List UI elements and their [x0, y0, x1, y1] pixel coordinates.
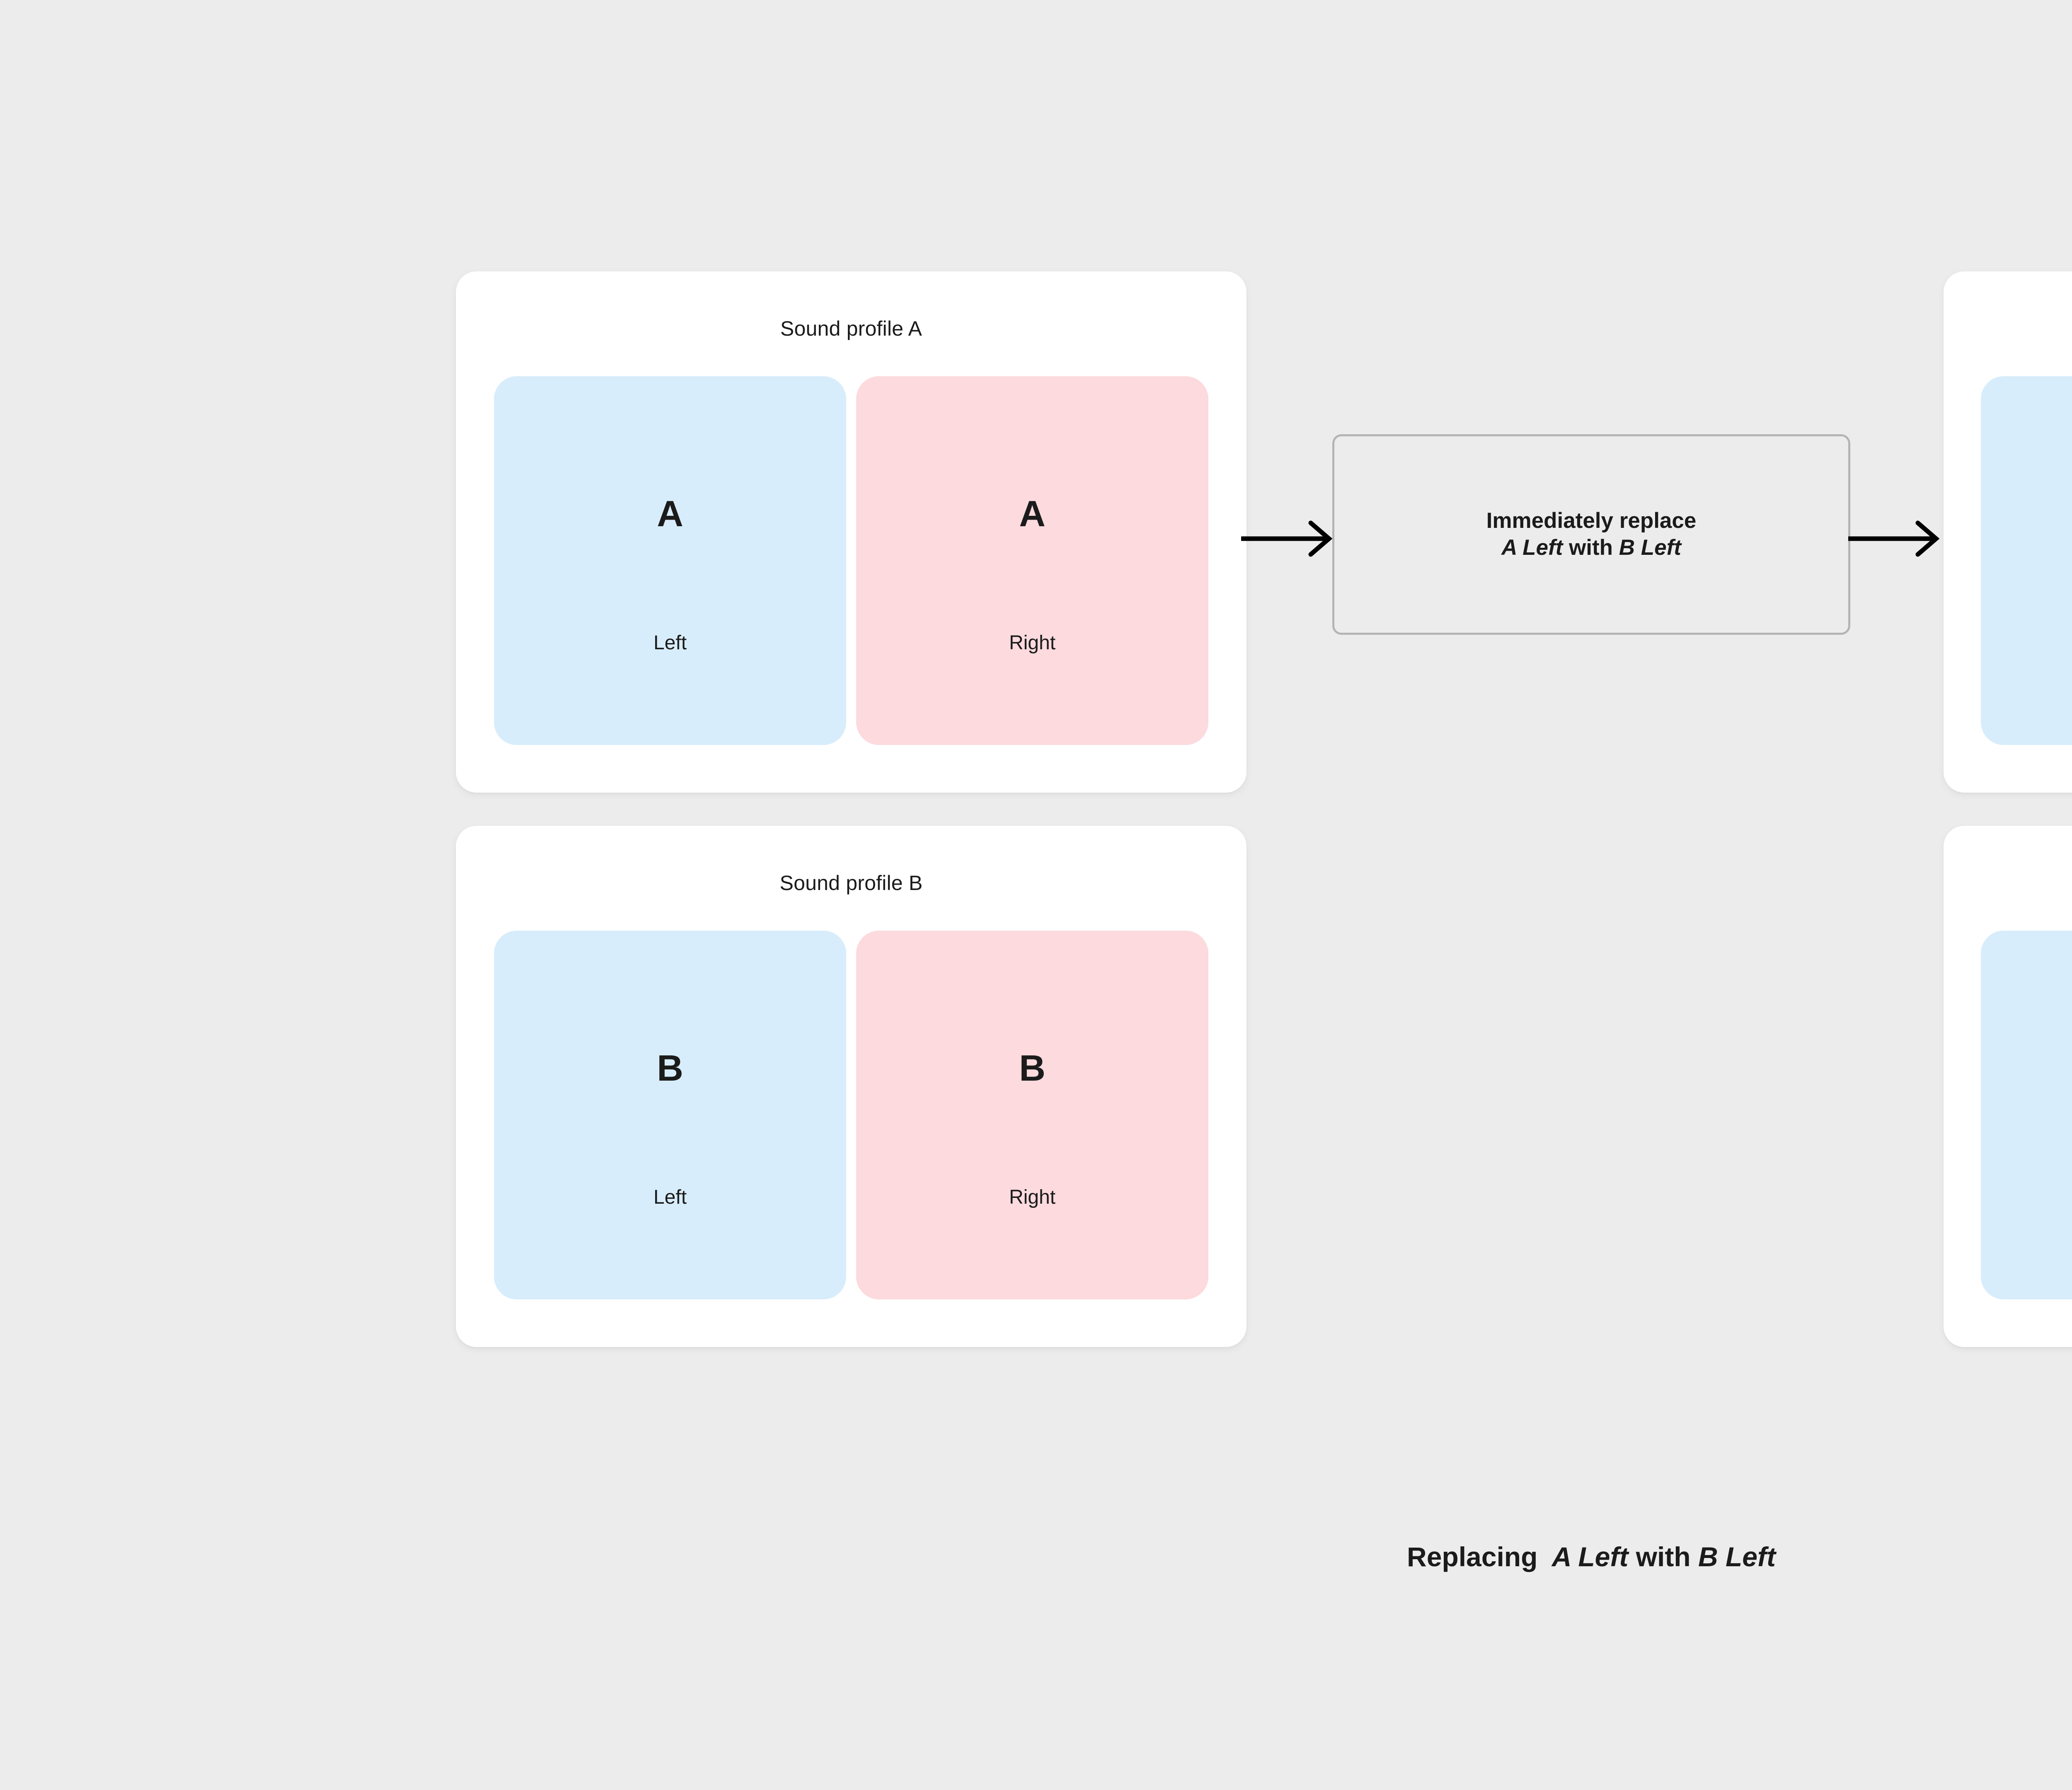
- card-title: Sound profile A: [780, 317, 922, 340]
- channel-side-label: Left: [1981, 1188, 2072, 1207]
- channel-row: B Left B Right: [1944, 931, 2072, 1299]
- channel-letter: A: [1019, 493, 1046, 534]
- channel-row: B Left B Right: [456, 931, 1247, 1299]
- arrow-right-icon: [1848, 520, 1940, 557]
- profile-card-after-b: Sound profile B B Left B Right: [1944, 826, 2072, 1347]
- channel-left: A Left: [494, 376, 846, 745]
- channel-side-label: Right: [1009, 1186, 1056, 1208]
- callout-target: B Left: [1619, 535, 1681, 560]
- channel-left: B Left: [1981, 931, 2072, 1299]
- channel-right: B Right: [856, 931, 1208, 1299]
- callout-line-2: A Left with B Left: [1501, 535, 1681, 561]
- caption-target: B Left: [1698, 1541, 1776, 1572]
- callout-joiner: with: [1569, 535, 1613, 560]
- channel-side-label: Right: [1009, 632, 1056, 654]
- caption-verb: Replacing: [1407, 1541, 1538, 1572]
- channel-letter: A: [657, 493, 683, 534]
- card-title: Sound profile B: [779, 871, 923, 895]
- channel-letter: B: [1981, 1050, 2072, 1086]
- channel-side-label: Left: [653, 1186, 687, 1208]
- channel-side-label: Left: [653, 632, 687, 654]
- channel-row: B Left A Right: [1944, 376, 2072, 745]
- callout-box: Immediately replace A Left with B Left: [1332, 434, 1850, 635]
- channel-left: B Left: [1981, 376, 2072, 745]
- caption-joiner: with: [1636, 1541, 1691, 1572]
- caption-source: A Left: [1552, 1541, 1629, 1572]
- callout-line-1: Immediately replace: [1486, 508, 1697, 533]
- profile-card-after-a: Sound profile A B Left A Right: [1944, 271, 2072, 793]
- channel-left: B Left: [494, 931, 846, 1299]
- callout-source: A Left: [1501, 535, 1563, 560]
- profile-card-before-a: Sound profile A A Left A Right: [456, 271, 1247, 793]
- profile-card-before-b: Sound profile B B Left B Right: [456, 826, 1247, 1347]
- arrow-right-icon: [1241, 520, 1333, 557]
- channel-row: A Left A Right: [456, 376, 1247, 745]
- channel-side-label: Left: [1981, 633, 2072, 653]
- channel-letter: B: [1019, 1047, 1046, 1089]
- figure-caption: Replacing A Left with B Left: [0, 1541, 2072, 1573]
- channel-right: A Right: [856, 376, 1208, 745]
- channel-letter: B: [657, 1047, 683, 1089]
- channel-letter: B: [1981, 496, 2072, 532]
